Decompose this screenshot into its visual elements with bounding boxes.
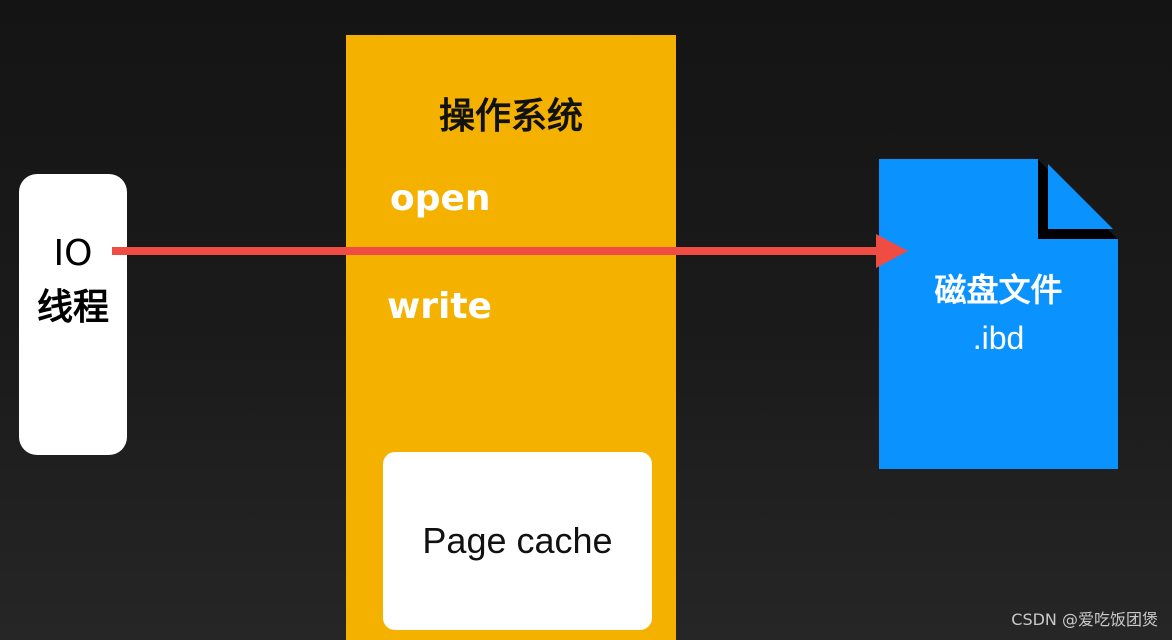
open-label: open	[390, 178, 491, 219]
io-thread-label-line1: IO	[53, 233, 93, 274]
os-title: 操作系统	[438, 96, 583, 137]
write-label: write	[387, 286, 492, 327]
watermark: CSDN @爱吃饭团煲	[1011, 610, 1158, 629]
operating-system-column: 操作系统 open write Page cache	[346, 35, 676, 640]
disk-file-extension: .ibd	[972, 320, 1025, 356]
io-thread-box: IO 线程	[19, 174, 127, 455]
disk-file-name: 磁盘文件	[934, 271, 1063, 309]
io-thread-label-line2: 线程	[36, 287, 109, 328]
page-cache-label: Page cache	[422, 520, 613, 561]
page-cache-box: Page cache	[383, 452, 652, 630]
file-icon	[879, 159, 1118, 469]
file-fold-corner	[1048, 164, 1113, 229]
